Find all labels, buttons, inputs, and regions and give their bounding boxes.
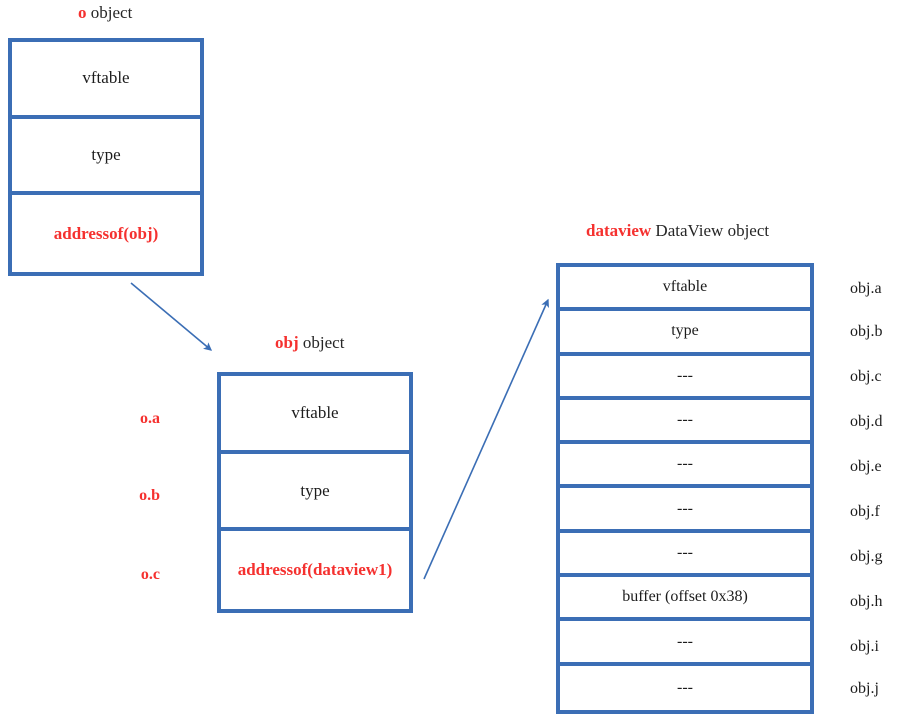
struct-row: --- (560, 444, 810, 489)
struct-row: --- (560, 488, 810, 533)
struct-row-pointer: addressof(obj) (12, 195, 200, 273)
struct-row: type (12, 118, 200, 196)
struct-box-obj: vftable type addressof(dataview1) (217, 372, 413, 613)
struct-box-dataview: vftable type --- --- --- --- --- buffer … (556, 263, 814, 714)
field-label-o-c: o.c (140, 566, 160, 583)
struct-row: --- (560, 532, 810, 578)
struct-row: type (221, 453, 409, 532)
struct-row: vftable (221, 376, 409, 454)
field-label-obj-g: obj.g (850, 548, 883, 565)
field-label-obj-b: obj.b (850, 323, 883, 340)
field-label-obj-i: obj.i (850, 638, 879, 655)
field-label-obj-j: obj.j (850, 680, 879, 697)
caption-dataview-accent: dataview (586, 221, 652, 240)
caption-obj-rest: object (298, 333, 345, 352)
caption-dataview-rest: DataView object (651, 221, 770, 240)
field-label-obj-d: obj.d (850, 413, 883, 430)
field-label-obj-a: obj.a (850, 280, 882, 297)
struct-row: --- (560, 665, 810, 710)
struct-row: vftable (12, 42, 200, 119)
caption-o-object: o object (78, 4, 132, 21)
field-label-obj-h: obj.h (850, 593, 883, 610)
arrow-o-to-obj (130, 282, 213, 351)
field-label-obj-f: obj.f (850, 503, 880, 520)
struct-row: --- (560, 355, 810, 400)
caption-obj-accent: obj (275, 333, 299, 352)
struct-row-pointer: addressof(dataview1) (221, 531, 409, 610)
field-label-o-a: o.a (140, 410, 160, 427)
struct-row: vftable (560, 267, 810, 312)
field-label-obj-c: obj.c (850, 368, 882, 385)
struct-row: buffer (offset 0x38) (560, 577, 810, 622)
caption-o-rest: object (86, 3, 133, 22)
struct-row: type (560, 311, 810, 356)
arrow-obj-to-dataview (423, 298, 549, 580)
caption-obj-object: obj object (275, 334, 344, 351)
caption-o-accent: o (78, 3, 87, 22)
struct-row: --- (560, 399, 810, 445)
struct-box-o: vftable type addressof(obj) (8, 38, 204, 276)
field-label-obj-e: obj.e (850, 458, 882, 475)
struct-row: --- (560, 621, 810, 666)
caption-dataview-object: dataview DataView object (586, 222, 769, 239)
field-label-o-b: o.b (139, 487, 160, 504)
